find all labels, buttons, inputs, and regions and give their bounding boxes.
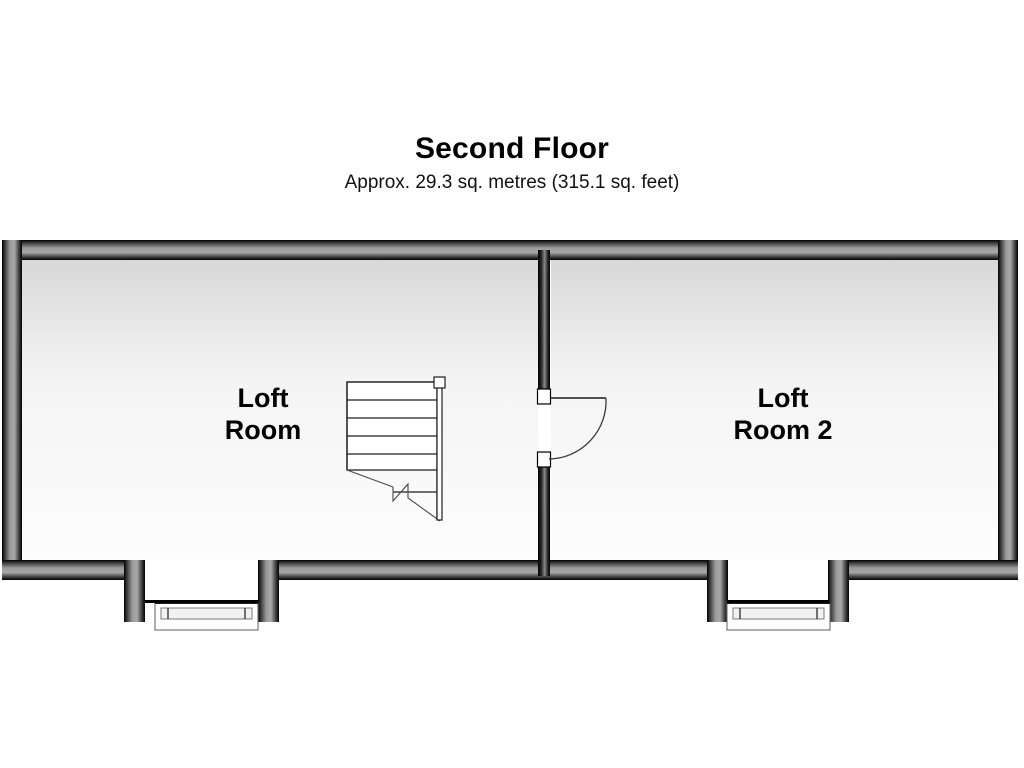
door-jamb-upper	[536, 388, 552, 405]
plan-heading: Second Floor Approx. 29.3 sq. metres (31…	[0, 132, 1024, 195]
interior-door[interactable]	[548, 397, 607, 460]
stair-run-body	[346, 381, 438, 471]
exterior-walls-overlay	[2, 560, 1018, 622]
dormer-right-back-wall	[728, 600, 828, 603]
wall-right	[998, 240, 1018, 580]
wall-bottom-left-stub-top	[2, 560, 145, 580]
dormer-left-back-wall	[145, 600, 258, 603]
wall-bottom-right-stub-top	[828, 560, 1018, 580]
wall-jog-a	[124, 560, 145, 622]
wall-jog-b	[258, 560, 279, 622]
page-title: Second Floor	[414, 132, 610, 165]
wall-jog-d	[828, 560, 849, 622]
fill-patch-bl	[22, 580, 124, 602]
window-right	[726, 602, 831, 631]
window-left	[154, 602, 259, 631]
door-swing-arc	[548, 397, 607, 460]
wall-jog-c	[707, 560, 728, 622]
partition-wall-lower	[538, 466, 550, 576]
stair-handrail	[436, 384, 443, 521]
stair-break-line	[346, 469, 441, 522]
fill-patch-br	[849, 580, 998, 602]
stair-newel-post	[433, 376, 446, 389]
wall-top	[2, 240, 1018, 260]
partition-wall-upper	[538, 250, 550, 393]
room-fill-loft-room	[22, 260, 538, 600]
plan-area-subtitle: Approx. 29.3 sq. metres (315.1 sq. feet)	[344, 172, 680, 193]
window-left-glazing	[160, 607, 253, 620]
room-interiors	[22, 260, 998, 602]
window-right-glazing	[732, 607, 825, 620]
door-jamb-lower	[536, 451, 552, 468]
partition-wall	[536, 250, 552, 576]
staircase	[346, 376, 446, 522]
room-fill-loft-room-2	[551, 260, 998, 600]
wall-bottom-mid-top	[258, 560, 728, 580]
wall-left	[2, 240, 22, 580]
